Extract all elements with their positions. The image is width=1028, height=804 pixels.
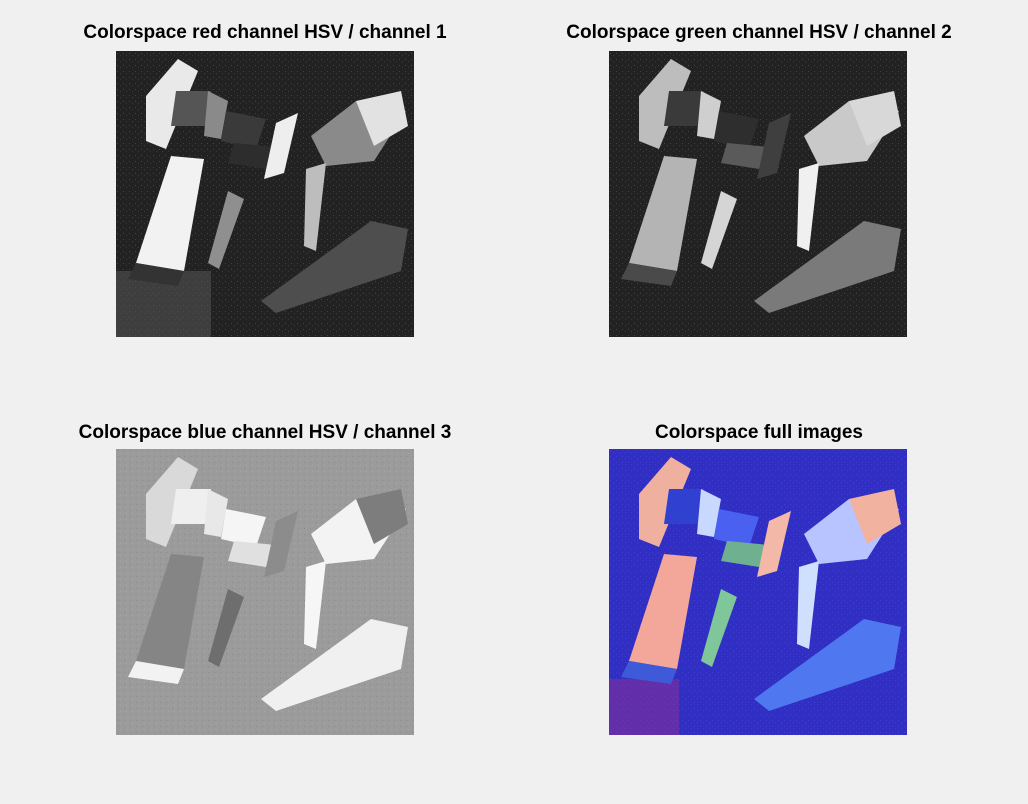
panel-title: Colorspace full images — [654, 422, 864, 443]
panel-title: Colorspace red channel HSV / channel 1 — [83, 22, 447, 43]
full-image — [609, 449, 907, 735]
panel-title: Colorspace green channel HSV / channel 2 — [566, 22, 952, 43]
value-image — [116, 449, 414, 735]
image-axes-full — [609, 449, 907, 735]
image-axes-saturation — [609, 51, 907, 337]
panel-title: Colorspace blue channel HSV / channel 3 — [78, 422, 452, 443]
image-axes-value — [116, 449, 414, 735]
hue-image — [116, 51, 414, 337]
image-axes-hue — [116, 51, 414, 337]
saturation-image — [609, 51, 907, 337]
